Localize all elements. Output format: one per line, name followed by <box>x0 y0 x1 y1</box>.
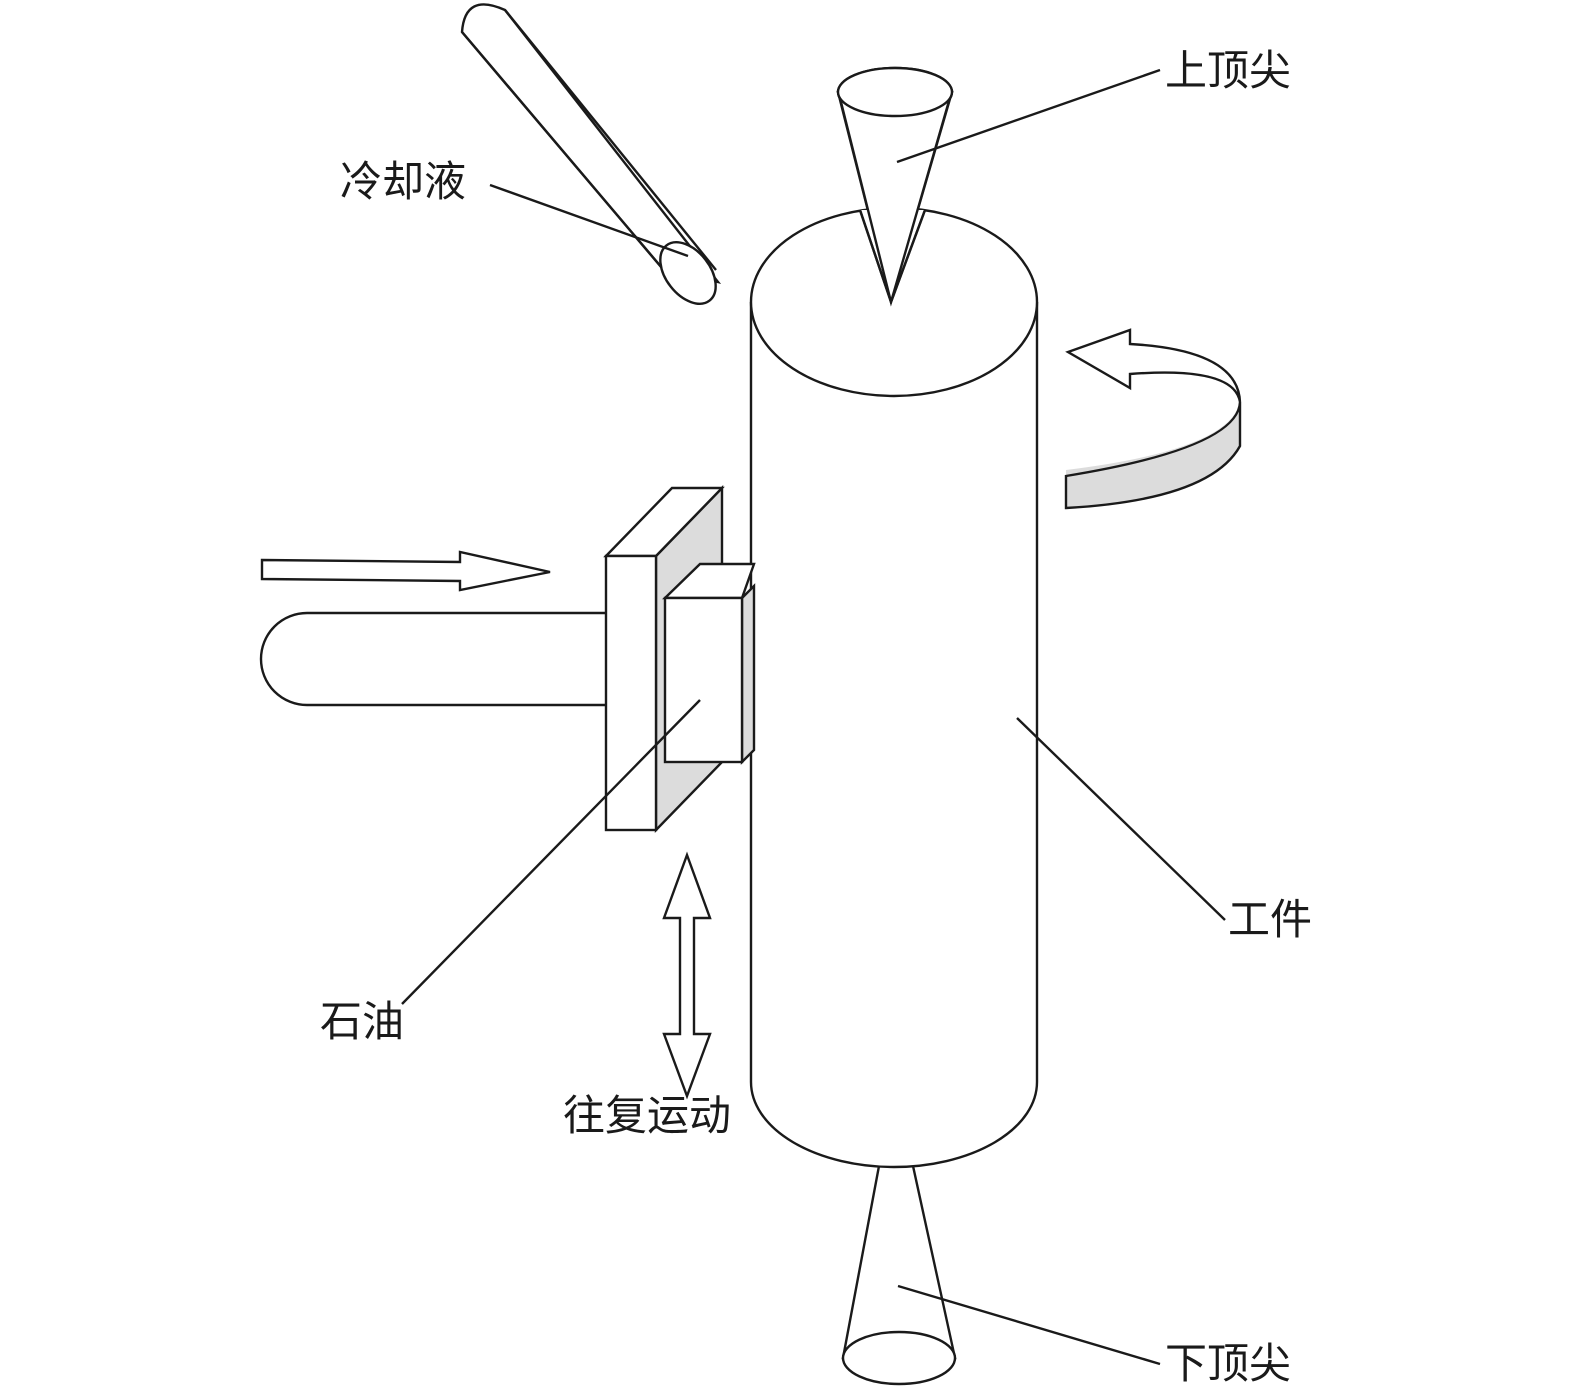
label-coolant: 冷却液 <box>340 157 466 206</box>
honing-head <box>259 485 756 833</box>
coolant-nozzle <box>460 3 722 305</box>
leader-upper-center <box>896 68 1161 164</box>
leader-lower-center <box>897 1284 1161 1366</box>
leader-coolant <box>489 183 689 258</box>
upper-center-tip <box>836 66 954 307</box>
reciprocating-arrow-icon <box>662 851 712 1100</box>
label-workpiece: 工件 <box>1228 895 1312 944</box>
leader-workpiece <box>1016 717 1226 921</box>
rotation-arrow-icon <box>1064 328 1242 510</box>
label-reciprocating-motion: 往复运动 <box>563 1091 731 1140</box>
label-oilstone: 石油 <box>320 997 404 1046</box>
leader-lines <box>401 68 1226 1366</box>
feed-arrow-icon <box>260 550 551 592</box>
label-lower-center: 下顶尖 <box>1165 1339 1291 1388</box>
leader-oilstone <box>401 699 701 1005</box>
lower-center-cone <box>841 1164 957 1386</box>
workpiece-cylinder <box>749 206 1039 1169</box>
label-upper-center: 上顶尖 <box>1165 46 1291 95</box>
